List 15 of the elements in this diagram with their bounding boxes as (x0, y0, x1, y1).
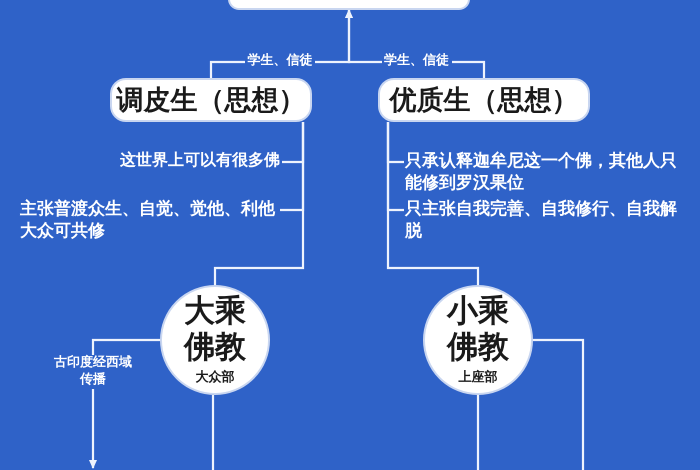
note-text: 只承认释迦牟尼这一个佛，其他人只能修到罗汉果位 (405, 150, 685, 194)
circle-subtitle: 大众部 (196, 368, 234, 386)
rounded-box: 调皮生（思想） (110, 78, 312, 122)
circle-title: 大乘佛教 (182, 294, 247, 366)
rounded-box: 优质生（思想） (378, 78, 590, 122)
note-text: 这世界上可以有很多佛 (100, 150, 280, 171)
note-text: 主张普渡众生、自觉、觉他、利他大众可共修 (20, 198, 278, 242)
connector-line (386, 122, 480, 285)
note-text: 只主张自我完善、自我修行、自我解脱 (405, 198, 685, 242)
connector-line (212, 395, 214, 470)
circle-title: 小乘佛教 (445, 294, 510, 366)
circle-subtitle: 上座部 (458, 368, 498, 386)
connector-line (214, 122, 304, 285)
connector-line (476, 395, 480, 470)
connector-line (533, 338, 584, 470)
